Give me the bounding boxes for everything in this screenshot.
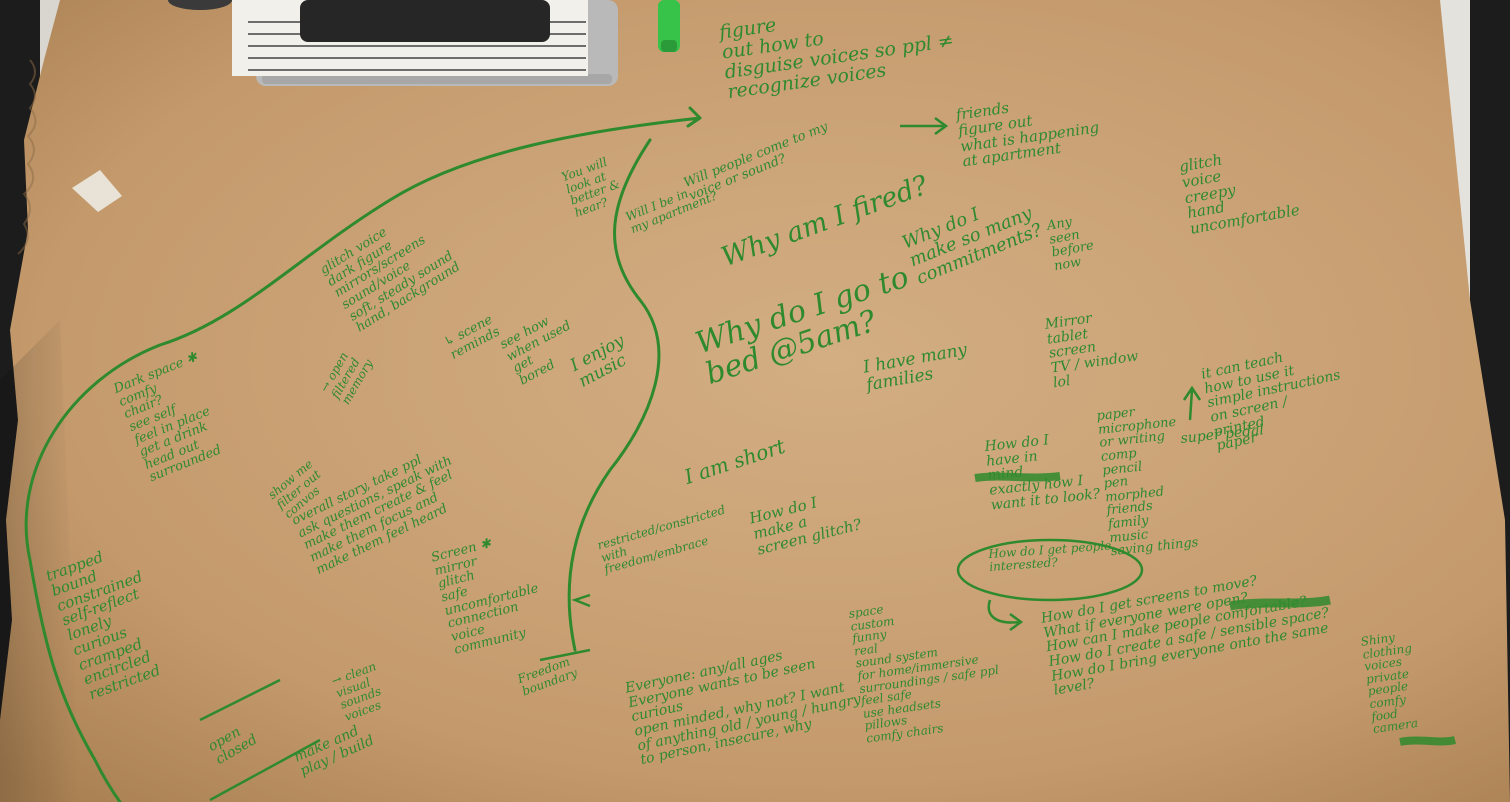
note-open-closed: open closed <box>205 723 260 768</box>
note-paper-list: paper microphone or writing comp pencil … <box>1095 405 1200 560</box>
note-i-have-many: I have many families <box>861 339 969 396</box>
green-marker-icon <box>658 0 680 52</box>
mindmap-divider <box>567 138 661 652</box>
note-figure-out: figure out how to disguise voices so ppl… <box>717 14 956 104</box>
note-any-seen: Any seen before now <box>1045 214 1096 275</box>
note-you-will: You will look at better & hear? <box>559 154 622 220</box>
note-shiny: Shiny clothing voices private people com… <box>1359 630 1419 737</box>
note-glitch-voice: glitch voice dark figure mirrors/screens… <box>317 224 464 336</box>
highlight-oval <box>956 538 1144 602</box>
note-screen-mirror: Screen ✱ mirror glitch safe uncomfortabl… <box>429 536 540 659</box>
note-dark-space: Dark space ✱ comfy chair? see self feel … <box>111 349 224 486</box>
note-i-am-short: I am short <box>681 433 788 489</box>
note-open-filtered: → open filtered memory <box>317 349 376 408</box>
note-restricted: restricted/constricted with freedom/embr… <box>595 502 727 577</box>
note-freedom: Freedom boundary <box>515 654 579 699</box>
note-see-how: see how when used get bored <box>497 313 574 389</box>
note-how-do-glitch: How do I make a screen glitch? <box>747 493 864 559</box>
note-how-do-i-how: How do I have in mind exactly how I want… <box>983 432 1101 514</box>
note-how-get-people: How do I get people interested? <box>987 538 1112 574</box>
note-left-words: trapped bound constrained self-reflect l… <box>43 547 163 704</box>
note-mirror-list: Mirror tablet screen TV / window lol <box>1043 310 1140 392</box>
note-space-list: space custom funny real sound system for… <box>847 602 1000 746</box>
note-bottom-left: make and play / build <box>291 722 377 780</box>
phone-icon <box>300 0 550 42</box>
mindmap-outline <box>24 106 702 802</box>
note-how-get-screens: How do I get screens to move? What if ev… <box>1039 572 1331 700</box>
note-will-be-in: Will I be in my apartment? <box>623 186 719 236</box>
note-clean-visual: → clean visual sounds voices <box>329 659 384 724</box>
note-scene-reminds: ↳ scene reminds <box>441 312 503 363</box>
note-everyone: Everyone: any/all ages Everyone wants to… <box>623 647 863 769</box>
note-why-fired: Why am I fired? <box>717 169 932 274</box>
note-glitch-top: glitch voice creepy hand uncomfortable <box>1177 150 1302 238</box>
note-friends: friends figure out what is happening at … <box>954 98 1101 171</box>
tape-icon <box>72 170 122 212</box>
